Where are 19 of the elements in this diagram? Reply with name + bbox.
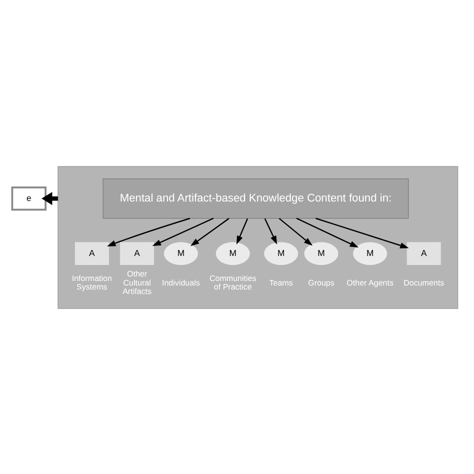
arrow <box>190 217 229 246</box>
arrow <box>152 217 214 246</box>
node-ellipse: M <box>264 242 298 264</box>
node-box: Mental and Artifact-based Knowledge Content found in: <box>102 178 408 218</box>
node-ellipse: M <box>163 242 198 264</box>
node-ellipse: M <box>304 242 338 264</box>
node-box: A <box>406 242 440 264</box>
arrow <box>236 218 248 244</box>
arrow <box>264 218 277 244</box>
cluster <box>57 166 458 308</box>
arrow <box>278 217 312 246</box>
node-box: A <box>120 242 154 264</box>
node-ellipse: M <box>352 242 387 264</box>
arrow <box>106 217 190 246</box>
node-box: A <box>74 242 108 264</box>
arrow <box>296 217 358 248</box>
arrow <box>315 217 408 248</box>
node-ellipse: M <box>215 242 250 264</box>
node-box: e <box>10 186 46 210</box>
